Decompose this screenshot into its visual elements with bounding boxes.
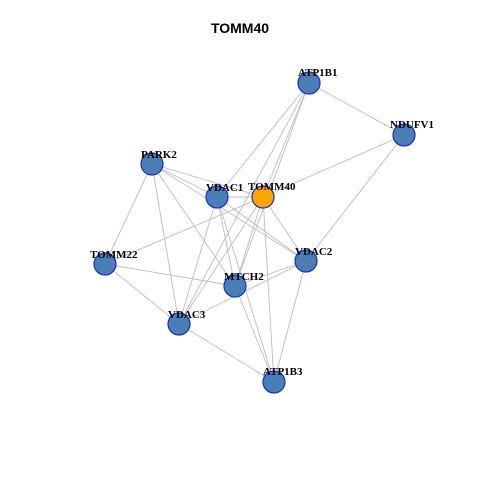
edge-atp1b1-vdac3 [178,82,310,325]
edge-tomm40-tomm22 [104,196,264,265]
node-label-mtch2: MTCH2 [224,271,264,283]
edge-park2-mtch2 [151,163,236,287]
node-vdac2[interactable] [294,249,318,273]
node-label-park2: PARK2 [141,149,177,161]
node-label-tomm22: TOMM22 [90,249,138,261]
edge-atp1b1-mtch2 [234,82,310,287]
node-label-vdac2: VDAC2 [295,246,333,258]
node-label-atp1b1: ATP1B1 [298,67,338,79]
node-label-vdac3: VDAC3 [168,309,206,321]
node-vdac3[interactable] [167,312,191,336]
edge-tomm40-mtch2 [234,196,264,287]
edge-tomm22-vdac3 [104,263,180,325]
node-label-vdac1: VDAC1 [206,182,243,194]
node-tomm22[interactable] [93,252,117,276]
node-tomm40[interactable] [251,185,275,209]
edge-atp1b1-tomm40 [262,82,310,198]
edge-ndufv1-vdac2 [305,134,405,262]
edge-park2-vdac1 [151,163,218,198]
edge-mtch2-atp1b3 [234,285,275,383]
node-park2[interactable] [140,152,164,176]
edge-tomm40-vdac2 [262,196,307,262]
node-label-ndufv1: NDUFV1 [390,119,434,131]
edge-vdac1-mtch2 [216,196,236,287]
edge-vdac1-vdac3 [178,196,218,325]
edge-park2-vdac2 [151,163,307,262]
node-label-tomm40: TOMM40 [248,181,296,193]
edge-park2-tomm22 [104,163,153,265]
edge-vdac1-vdac2 [216,196,307,262]
edge-park2-tomm40 [151,163,264,198]
node-label-atp1b3: ATP1B3 [263,366,303,378]
edge-vdac2-atp1b3 [273,260,307,383]
edge-layer [104,82,405,383]
node-atp1b1[interactable] [297,71,321,95]
edge-tomm22-mtch2 [104,263,236,287]
edge-vdac3-atp1b3 [178,323,275,383]
edge-atp1b1-ndufv1 [308,82,405,136]
edge-tomm40-vdac3 [178,196,264,325]
edge-atp1b1-vdac1 [216,82,310,198]
edge-tomm40-atp1b3 [262,196,275,383]
node-atp1b3[interactable] [262,370,286,394]
node-vdac1[interactable] [205,185,229,209]
edge-vdac2-mtch2 [234,260,307,287]
edge-ndufv1-tomm40 [262,134,405,198]
edge-park2-vdac3 [151,163,180,325]
node-layer [93,71,416,394]
plot-title: TOMM40 [210,20,270,36]
node-ndufv1[interactable] [392,123,416,147]
node-mtch2[interactable] [223,274,247,298]
